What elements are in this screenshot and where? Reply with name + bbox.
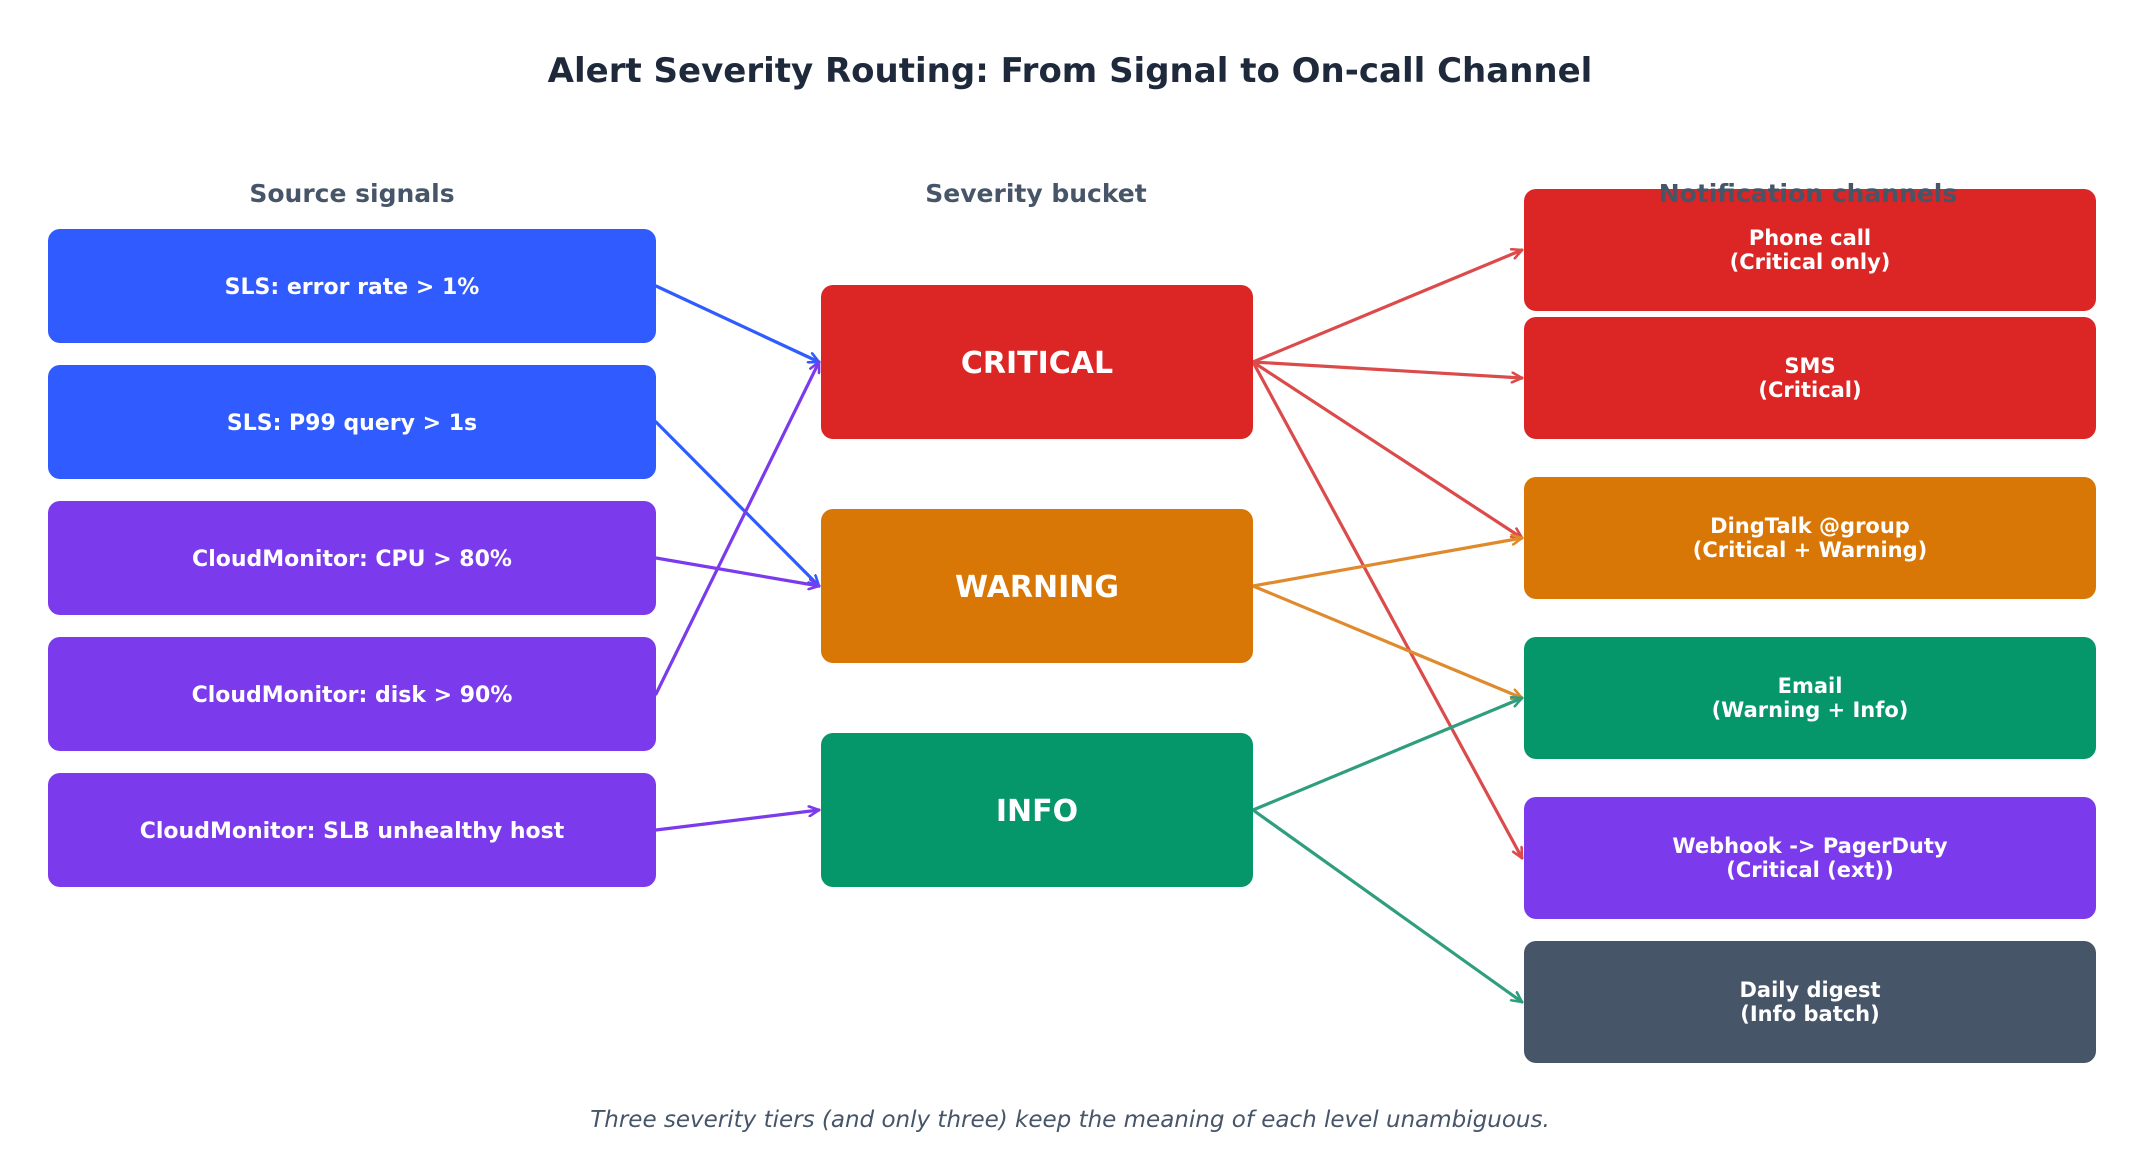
edge-warning-to-email [1251, 584, 1524, 698]
diagram-title: Alert Severity Routing: From Signal to O… [548, 51, 1593, 91]
source-label: SLS: P99 query > 1s [227, 411, 477, 436]
edge-info-to-daily-digest [1251, 808, 1524, 1004]
channel-label: DingTalk @group(Critical + Warning) [1693, 514, 1928, 562]
nodes-layer: SLS: error rate > 1% SLS: P99 query > 1s C… [48, 189, 2096, 1063]
edge-cm-disk-to-critical [654, 360, 821, 696]
edge-critical-to-phone-call [1251, 250, 1524, 364]
source-box [48, 773, 656, 887]
diagram-caption: Three severity tiers (and only three) ke… [590, 1107, 1550, 1133]
header-severity-bucket: Severity bucket [925, 179, 1146, 208]
channel-box [1524, 317, 2096, 439]
header-source-signals: Source signals [249, 179, 454, 208]
severity-label: INFO [996, 794, 1078, 829]
severity-box [821, 733, 1253, 887]
header-notification-channels: Notification channels [1659, 179, 1958, 208]
channel-box [1524, 637, 2096, 759]
edge-sls-error-rate-to-critical [654, 284, 821, 362]
edge-warning-to-dingtalk [1251, 538, 1524, 588]
severity-label: WARNING [955, 570, 1119, 605]
source-node-cm-slb: CloudMonitor: SLB unhealthy host [48, 773, 656, 887]
source-box [48, 229, 656, 343]
severity-node-critical: CRITICAL [821, 285, 1253, 439]
edge-cm-slb-to-info [654, 810, 821, 832]
source-node-cm-disk: CloudMonitor: disk > 90% [48, 637, 656, 751]
source-node-sls-error-rate: SLS: error rate > 1% [48, 229, 656, 343]
severity-box [821, 285, 1253, 439]
channel-node-email: Email(Warning + Info) [1524, 637, 2096, 759]
channel-node-dingtalk: DingTalk @group(Critical + Warning) [1524, 477, 2096, 599]
channel-node-daily-digest: Daily digest(Info batch) [1524, 941, 2096, 1063]
channel-box [1524, 189, 2096, 311]
channel-label: SMS(Critical) [1758, 354, 1861, 402]
source-node-cm-cpu: CloudMonitor: CPU > 80% [48, 501, 656, 615]
severity-box [821, 509, 1253, 663]
channel-label: Daily digest(Info batch) [1739, 978, 1880, 1026]
channel-label: Email(Warning + Info) [1712, 674, 1909, 722]
channel-label: Phone call(Critical only) [1730, 226, 1891, 274]
source-box [48, 637, 656, 751]
source-box [48, 501, 656, 615]
edge-critical-to-dingtalk [1251, 360, 1524, 540]
source-label: CloudMonitor: CPU > 80% [192, 547, 512, 572]
severity-label: CRITICAL [961, 346, 1113, 381]
edge-info-to-email [1251, 698, 1524, 812]
channel-box [1524, 797, 2096, 919]
source-label: SLS: error rate > 1% [225, 275, 480, 300]
channel-box [1524, 477, 2096, 599]
edges-layer [654, 250, 1524, 1004]
channel-node-phone-call: Phone call(Critical only) [1524, 189, 2096, 311]
source-box [48, 365, 656, 479]
channel-node-webhook: Webhook -> PagerDuty(Critical (ext)) [1524, 797, 2096, 919]
edge-critical-to-sms [1251, 360, 1524, 378]
edge-cm-cpu-to-warning [654, 556, 821, 586]
source-node-sls-p99-query: SLS: P99 query > 1s [48, 365, 656, 479]
source-label: CloudMonitor: disk > 90% [192, 683, 513, 708]
source-label: CloudMonitor: SLB unhealthy host [140, 819, 565, 844]
severity-node-info: INFO [821, 733, 1253, 887]
edge-critical-to-webhook [1251, 360, 1524, 860]
channel-node-sms: SMS(Critical) [1524, 317, 2096, 439]
channel-label: Webhook -> PagerDuty(Critical (ext)) [1672, 834, 1947, 882]
severity-node-warning: WARNING [821, 509, 1253, 663]
edge-sls-p99-query-to-warning [654, 420, 821, 588]
channel-box [1524, 941, 2096, 1063]
